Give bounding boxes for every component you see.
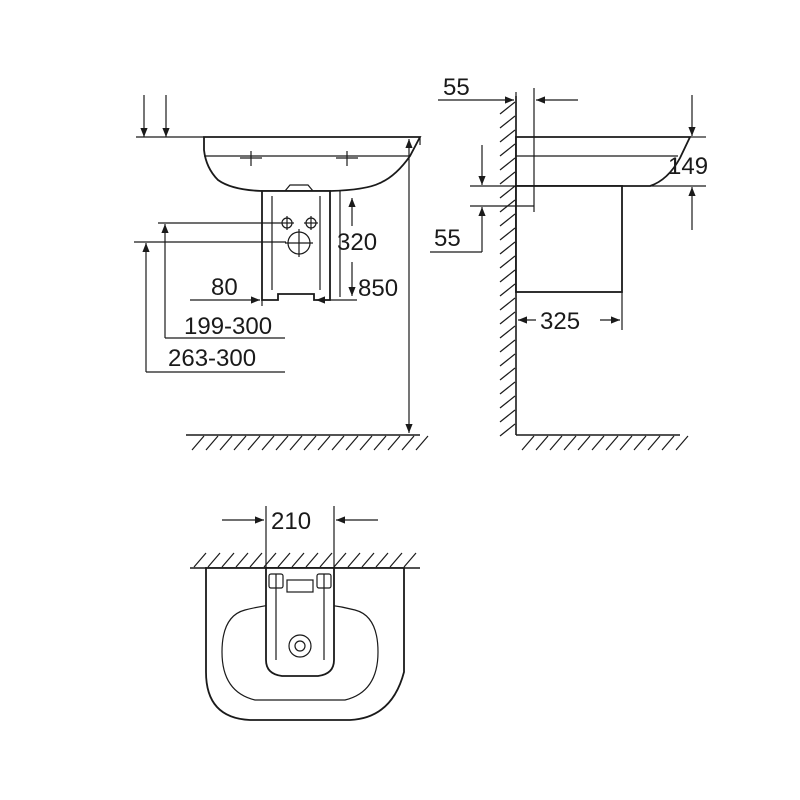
hatch-line (387, 435, 401, 451)
dim-top-pedestal-width: 210 (271, 508, 311, 535)
hatch-line (191, 435, 205, 451)
dim-side-basin-height: 149 (668, 153, 708, 180)
hatch-line (499, 227, 516, 241)
hatch-line (619, 435, 633, 451)
hatch-line (235, 552, 249, 568)
hatch-line (499, 423, 516, 437)
hatch-line (499, 241, 516, 255)
hatch-line (361, 552, 375, 568)
hatch-line (317, 435, 331, 451)
dim-front-pedestal-height: 320 (337, 229, 377, 256)
hatch-line (675, 435, 689, 451)
hatch-line (275, 435, 289, 451)
hatch-line (499, 311, 516, 325)
hatch-line (499, 381, 516, 395)
side-basin (515, 136, 692, 187)
hatch-line (499, 213, 516, 227)
hatch-line (499, 395, 516, 409)
dim-front-total-height: 850 (358, 275, 398, 302)
hatch-line (247, 435, 261, 451)
hatch-line (219, 435, 233, 451)
side-floor-hatch (516, 434, 689, 451)
hatch-line (499, 101, 516, 115)
top-drain (288, 634, 312, 658)
hatch-line (305, 552, 319, 568)
hatch-line (633, 435, 647, 451)
hatch-line (661, 435, 675, 451)
front-tap-hole-left (240, 151, 262, 166)
hatch-line (605, 435, 619, 451)
hatch-line (303, 435, 317, 451)
hatch-line (499, 367, 516, 381)
front-view: 850 320 80 199-300 263-300 (134, 95, 429, 451)
hatch-line (563, 435, 577, 451)
front-floor-hatch (186, 434, 429, 451)
hatch-line (249, 552, 263, 568)
hatch-line (591, 435, 605, 451)
hatch-line (347, 552, 361, 568)
front-basin (203, 136, 422, 192)
hatch-line (499, 339, 516, 353)
hatch-line (331, 435, 345, 451)
hatch-line (359, 435, 373, 451)
hatch-line (499, 129, 516, 143)
hatch-line (499, 353, 516, 367)
hatch-line (289, 435, 303, 451)
hatch-line (403, 552, 417, 568)
dim-front-inlet-range: 199-300 (184, 313, 272, 340)
hatch-line (415, 435, 429, 451)
hatch-line (319, 552, 333, 568)
hatch-line (499, 143, 516, 157)
hatch-line (499, 297, 516, 311)
side-view: 55 55 149 325 (430, 74, 708, 451)
hatch-line (277, 552, 291, 568)
front-outlet-hole (285, 229, 313, 257)
dim-front-fixing-offset: 80 (211, 274, 238, 301)
hatch-line (499, 171, 516, 185)
hatch-line (193, 552, 207, 568)
hatch-line (221, 552, 235, 568)
dim-side-wall-offset-top: 55 (443, 74, 470, 101)
hatch-line (291, 552, 305, 568)
hatch-line (647, 435, 661, 451)
hatch-line (499, 255, 516, 269)
hatch-line (233, 435, 247, 451)
hatch-line (521, 435, 535, 451)
hatch-line (499, 325, 516, 339)
front-inlet-holes (280, 216, 318, 230)
hatch-line (375, 552, 389, 568)
hatch-line (499, 269, 516, 283)
hatch-line (577, 435, 591, 451)
top-pedestal (265, 567, 335, 677)
hatch-line (205, 435, 219, 451)
side-wall-hatch (499, 96, 517, 437)
dim-side-pedestal-depth: 325 (540, 308, 580, 335)
hatch-line (401, 435, 415, 451)
hatch-line (345, 435, 359, 451)
hatch-line (499, 115, 516, 129)
hatch-line (333, 552, 347, 568)
dim-side-wall-offset-bottom: 55 (434, 225, 461, 252)
top-view: 210 (190, 506, 420, 721)
hatch-line (207, 552, 221, 568)
hatch-line (499, 409, 516, 423)
hatch-line (535, 435, 549, 451)
hatch-line (499, 157, 516, 171)
hatch-line (549, 435, 563, 451)
side-pedestal (515, 185, 623, 293)
hatch-line (389, 552, 403, 568)
top-wall-hatch (190, 552, 420, 569)
hatch-line (499, 283, 516, 297)
front-tap-hole-right (336, 151, 358, 166)
hatch-line (499, 185, 516, 199)
hatch-line (373, 435, 387, 451)
dim-front-outlet-range: 263-300 (168, 345, 256, 372)
hatch-line (261, 435, 275, 451)
